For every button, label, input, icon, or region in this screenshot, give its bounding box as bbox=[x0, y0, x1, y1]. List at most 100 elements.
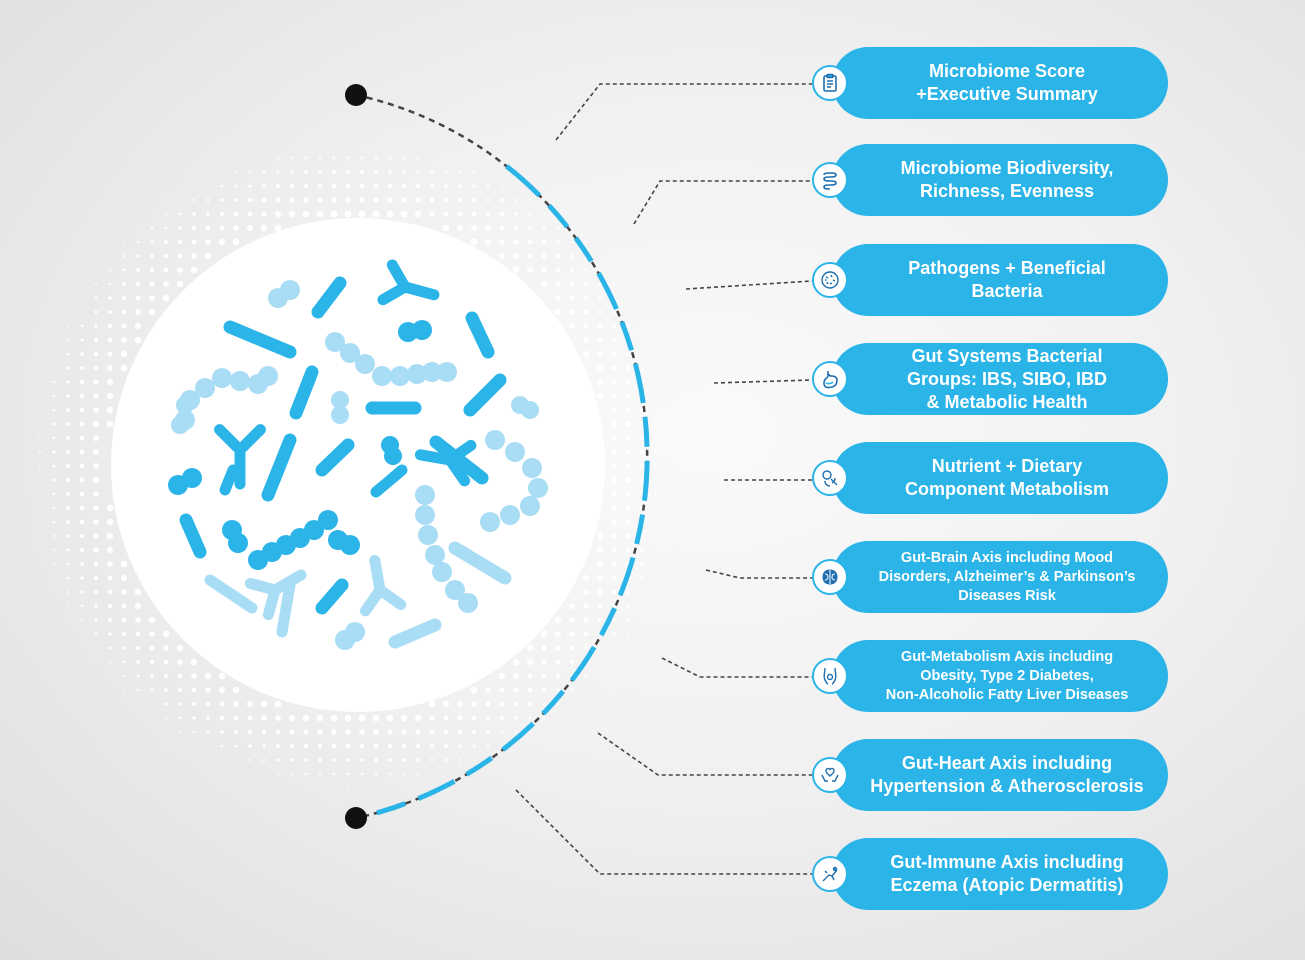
halftone-dot bbox=[513, 701, 519, 707]
halftone-dot bbox=[401, 183, 407, 189]
halftone-dot bbox=[66, 506, 70, 510]
halftone-dot bbox=[655, 619, 657, 621]
halftone-dot bbox=[570, 240, 574, 244]
halftone-dot bbox=[375, 129, 377, 131]
halftone-dot bbox=[277, 157, 279, 159]
halftone-dot bbox=[361, 129, 363, 131]
halftone-dot bbox=[107, 337, 113, 343]
halftone-dot bbox=[66, 576, 70, 580]
halftone-dot bbox=[107, 379, 113, 385]
halftone-dot bbox=[359, 729, 365, 735]
halftone-dot bbox=[205, 687, 211, 693]
halftone-dot bbox=[640, 576, 644, 580]
halftone-dot bbox=[501, 171, 503, 173]
halftone-dot bbox=[106, 392, 114, 400]
halftone-dot bbox=[654, 534, 658, 538]
coccus-cell bbox=[418, 525, 438, 545]
halftone-dot bbox=[39, 465, 41, 467]
halftone-dot bbox=[401, 197, 407, 203]
halftone-dot bbox=[400, 210, 408, 218]
halftone-dot bbox=[66, 366, 70, 370]
halftone-dot bbox=[654, 464, 658, 468]
halftone-dot bbox=[556, 240, 560, 244]
halftone-dot bbox=[221, 171, 223, 173]
halftone-dot bbox=[613, 269, 615, 271]
halftone-dot bbox=[81, 283, 83, 285]
halftone-dot bbox=[557, 199, 559, 201]
halftone-dot bbox=[610, 490, 618, 498]
halftone-dot bbox=[400, 714, 408, 722]
halftone-dot bbox=[275, 715, 281, 721]
halftone-dot bbox=[597, 575, 603, 581]
halftone-dot bbox=[330, 714, 338, 722]
halftone-dot bbox=[639, 435, 645, 441]
bacillus-rod bbox=[448, 541, 512, 585]
halftone-dot bbox=[486, 184, 490, 188]
stomach-icon bbox=[812, 361, 848, 397]
halftone-dot bbox=[625, 365, 631, 371]
brain-icon bbox=[812, 559, 848, 595]
bacillus-rod bbox=[276, 579, 296, 638]
halftone-dot bbox=[585, 703, 587, 705]
halftone-dot bbox=[669, 605, 671, 607]
halftone-dot bbox=[527, 253, 533, 259]
halftone-dot bbox=[683, 423, 685, 425]
halftone-dot bbox=[512, 658, 520, 666]
halftone-dot bbox=[108, 310, 112, 314]
halftone-dot bbox=[233, 225, 239, 231]
halftone-dot bbox=[303, 183, 309, 189]
halftone-dot bbox=[234, 730, 238, 734]
halftone-dot bbox=[513, 673, 519, 679]
halftone-dot bbox=[135, 295, 141, 301]
halftone-dot bbox=[93, 449, 99, 455]
halftone-dot bbox=[500, 716, 504, 720]
halftone-dot bbox=[639, 463, 645, 469]
halftone-dot bbox=[53, 311, 55, 313]
halftone-dot bbox=[291, 129, 293, 131]
halftone-dot bbox=[290, 772, 294, 776]
halftone-dot bbox=[95, 283, 97, 285]
halftone-dot bbox=[177, 253, 183, 259]
halftone-dot bbox=[66, 436, 70, 440]
halftone-dot bbox=[149, 267, 155, 273]
halftone-dot bbox=[302, 714, 310, 722]
halftone-dot bbox=[444, 184, 448, 188]
halftone-dot bbox=[151, 213, 153, 215]
halftone-dot bbox=[596, 392, 604, 400]
halftone-dot bbox=[275, 211, 281, 217]
halftone-dot bbox=[290, 758, 294, 762]
halftone-dot bbox=[79, 491, 85, 497]
halftone-dot bbox=[332, 156, 336, 160]
halftone-dot bbox=[611, 365, 617, 371]
halftone-dot bbox=[52, 492, 56, 496]
halftone-dot bbox=[639, 477, 645, 483]
coccus-cell bbox=[500, 505, 520, 525]
y-branch bbox=[244, 577, 281, 596]
halftone-dot bbox=[683, 479, 685, 481]
halftone-dot bbox=[655, 633, 657, 635]
halftone-dot bbox=[598, 268, 602, 272]
halftone-dot bbox=[401, 729, 407, 735]
halftone-dot bbox=[388, 156, 392, 160]
halftone-dot bbox=[555, 659, 561, 665]
halftone-dot bbox=[66, 548, 70, 552]
halftone-dot bbox=[571, 213, 573, 215]
halftone-dot bbox=[669, 563, 671, 565]
halftone-dot bbox=[402, 758, 406, 762]
halftone-dot bbox=[640, 548, 644, 552]
halftone-dot bbox=[389, 129, 391, 131]
halftone-dot bbox=[79, 421, 85, 427]
halftone-dot bbox=[67, 297, 69, 299]
halftone-dot bbox=[486, 744, 490, 748]
halftone-dot bbox=[345, 743, 351, 749]
halftone-dot bbox=[571, 227, 573, 229]
halftone-dot bbox=[612, 646, 616, 650]
halftone-dot bbox=[514, 198, 518, 202]
halftone-dot bbox=[668, 464, 672, 468]
halftone-dot bbox=[220, 184, 224, 188]
halftone-dot bbox=[67, 647, 69, 649]
halftone-dot bbox=[683, 549, 685, 551]
halftone-dot bbox=[39, 353, 41, 355]
halftone-dot bbox=[584, 268, 588, 272]
